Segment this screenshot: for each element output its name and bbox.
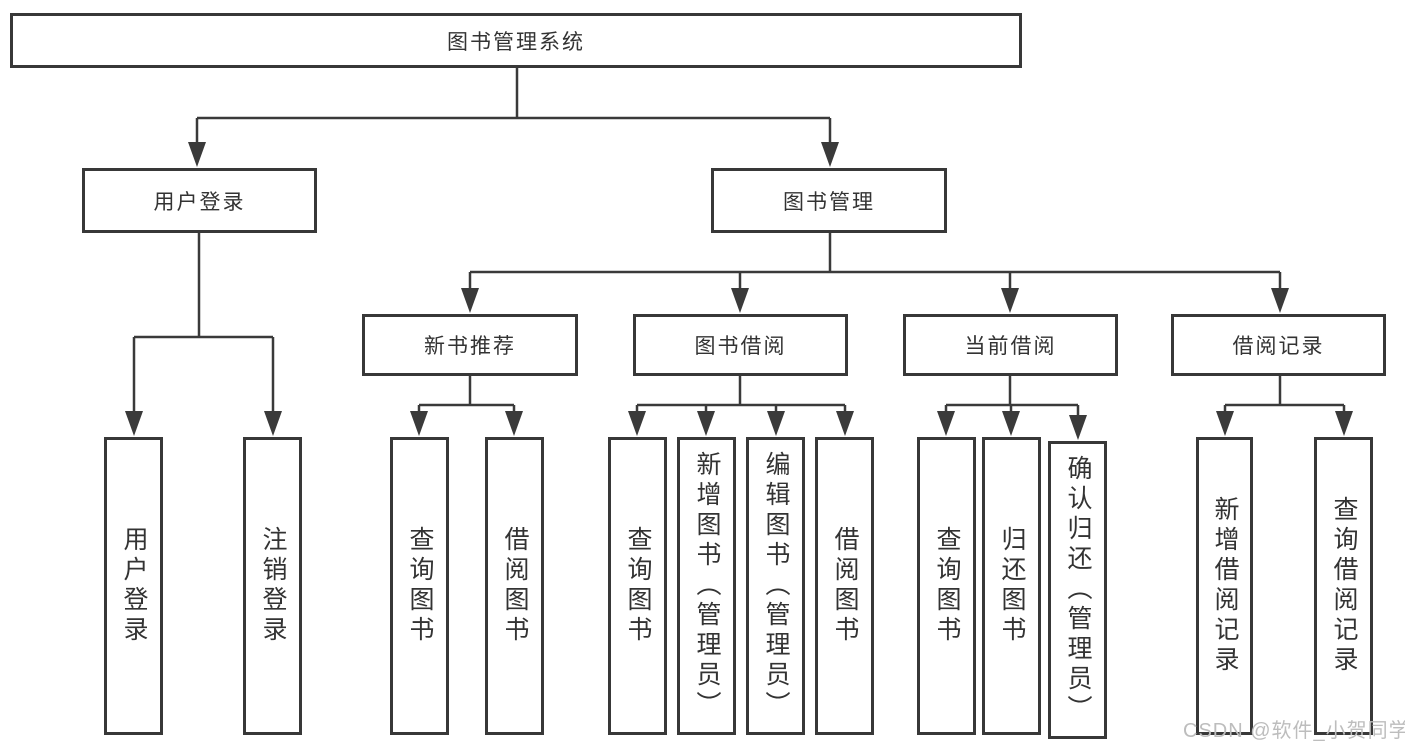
leaf-label: 查询图书 (406, 526, 434, 646)
leaf-borrow-books: 借阅图书 (815, 437, 874, 735)
node-user-login: 用户登录 (82, 168, 317, 233)
leaf-logout: 注销登录 (243, 437, 302, 735)
leaf-label: 新增图书（管理员） (693, 451, 721, 721)
leaf-query-books-current: 查询图书 (917, 437, 976, 735)
leaf-add-book-admin: 新增图书（管理员） (677, 437, 736, 735)
leaf-label: 用户登录 (120, 526, 148, 646)
leaf-user-login: 用户登录 (104, 437, 163, 735)
leaf-query-books-recommend: 查询图书 (390, 437, 449, 735)
node-library-management-system: 图书管理系统 (10, 13, 1022, 68)
leaf-borrow-books-recommend: 借阅图书 (485, 437, 544, 735)
leaf-label: 新增借阅记录 (1211, 496, 1239, 676)
node-book-management: 图书管理 (711, 168, 947, 233)
leaf-label: 确认归还（管理员） (1064, 455, 1092, 725)
node-label: 用户登录 (153, 190, 246, 214)
csdn-watermark: CSDN @软件_小贺同学 (1183, 720, 1405, 742)
leaf-label: 注销登录 (259, 526, 287, 646)
node-label: 新书推荐 (424, 335, 516, 358)
leaf-query-books-borrowing: 查询图书 (608, 437, 667, 735)
node-label: 借阅记录 (1232, 335, 1325, 358)
leaf-label: 编辑图书（管理员） (762, 451, 790, 721)
node-label: 图书借阅 (694, 335, 787, 358)
node-label: 图书管理 (783, 190, 875, 214)
node-label: 当前借阅 (964, 335, 1057, 358)
leaf-add-borrow-record: 新增借阅记录 (1196, 437, 1253, 735)
leaf-label: 查询图书 (624, 526, 652, 646)
arrowheads (125, 142, 1353, 440)
leaf-return-book: 归还图书 (982, 437, 1041, 735)
leaf-confirm-return-admin: 确认归还（管理员） (1048, 441, 1107, 739)
node-borrowing-records: 借阅记录 (1171, 314, 1386, 376)
leaf-label: 查询借阅记录 (1330, 496, 1358, 676)
leaf-label: 归还图书 (998, 526, 1026, 646)
node-label: 图书管理系统 (447, 30, 585, 54)
leaf-label: 借阅图书 (831, 526, 859, 646)
leaf-query-borrow-record: 查询借阅记录 (1314, 437, 1373, 735)
node-new-book-recommend: 新书推荐 (362, 314, 578, 376)
leaf-label: 查询图书 (933, 526, 961, 646)
leaf-label: 借阅图书 (501, 526, 529, 646)
node-book-borrowing: 图书借阅 (633, 314, 848, 376)
leaf-edit-book-admin: 编辑图书（管理员） (746, 437, 805, 735)
node-current-borrowing: 当前借阅 (903, 314, 1118, 376)
